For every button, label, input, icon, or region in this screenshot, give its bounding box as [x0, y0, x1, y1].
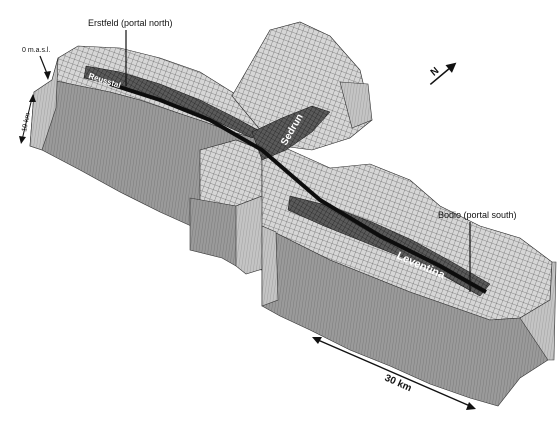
south-end-face — [519, 261, 557, 361]
scale-arrow-icon — [312, 337, 476, 410]
cross-terrain-south — [199, 139, 263, 207]
north-end-face — [29, 57, 59, 151]
depth-label: 10 km — [21, 112, 32, 132]
cross-pillar — [235, 195, 267, 275]
cross-block — [189, 21, 373, 275]
erstfeld-label: Erstfeld (portal north) — [88, 18, 173, 28]
sedrun-valley — [251, 105, 331, 161]
depth-arrow-icon — [19, 94, 36, 144]
south-inner-step — [261, 225, 279, 307]
scale-label: 30 km — [383, 373, 413, 395]
tunnel-line — [109, 82, 487, 294]
south-front-face — [261, 225, 551, 407]
cross-wall-north — [339, 81, 373, 129]
leventina-valley — [287, 195, 491, 297]
north-arrow-icon: N — [429, 62, 457, 86]
bodio-label: Bodio (portal south) — [438, 210, 517, 220]
sea-level-arrow-icon — [39, 55, 51, 80]
south-block — [109, 82, 557, 407]
sea-level-label: 0 m.a.s.l. — [22, 47, 50, 54]
